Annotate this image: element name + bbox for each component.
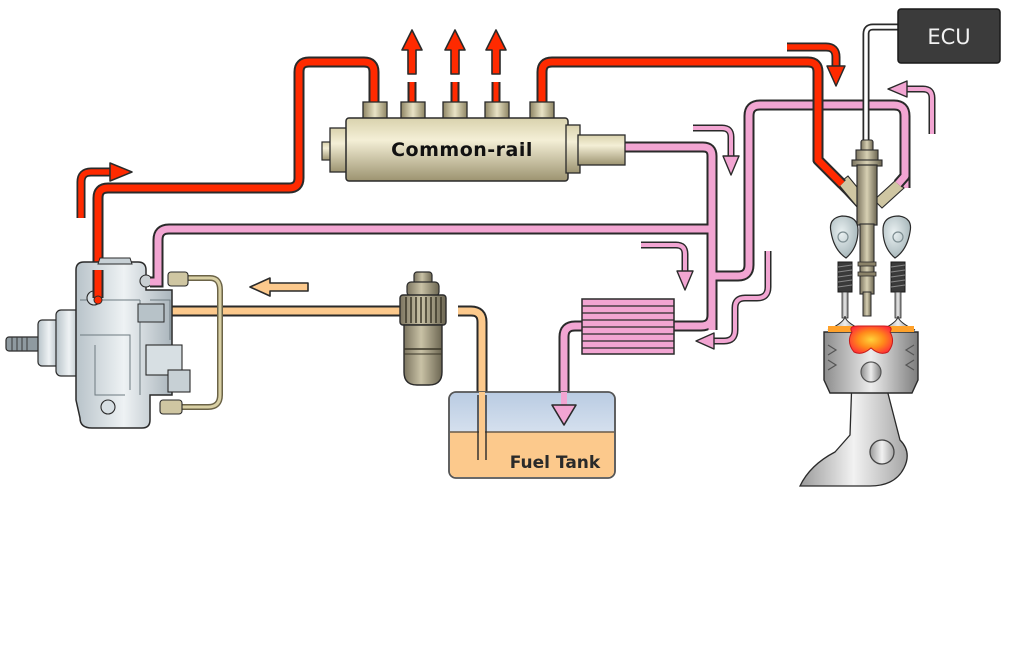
pump-outlet	[92, 270, 104, 305]
injector-connections	[812, 150, 911, 188]
injector	[837, 139, 905, 317]
return-flow-arrow-icon	[641, 241, 694, 291]
ecu-label: ECU	[927, 25, 970, 49]
common-rail-label: Common-rail	[391, 139, 533, 161]
return-flow-arrow-icon	[695, 251, 772, 350]
high-pressure-flow-arrow-icon	[787, 42, 846, 87]
supply-line	[160, 305, 488, 462]
common-rail: Common-rail	[321, 101, 626, 182]
high-pressure-line	[92, 56, 852, 298]
fuel-cooler	[581, 298, 675, 355]
engine-cylinder	[798, 215, 919, 487]
fuel-tank: Fuel Tank	[448, 391, 616, 479]
return-flow-arrow-icon	[693, 124, 740, 176]
return-line	[150, 99, 911, 408]
high-pressure-flow-arrow-icon	[76, 162, 133, 218]
pump-return-fitting	[150, 268, 164, 288]
fuel-tank-label: Fuel Tank	[510, 453, 601, 473]
supply-flow-arrow-icon	[249, 277, 309, 297]
return-into-tank-arrow-icon	[551, 392, 577, 426]
to-other-injectors-arrow-icon	[401, 29, 507, 75]
ecu: ECU	[862, 8, 1001, 150]
high-pressure-pump	[5, 257, 223, 429]
return-flow-arrow-icon	[887, 80, 936, 134]
fuel-filter	[399, 271, 447, 386]
